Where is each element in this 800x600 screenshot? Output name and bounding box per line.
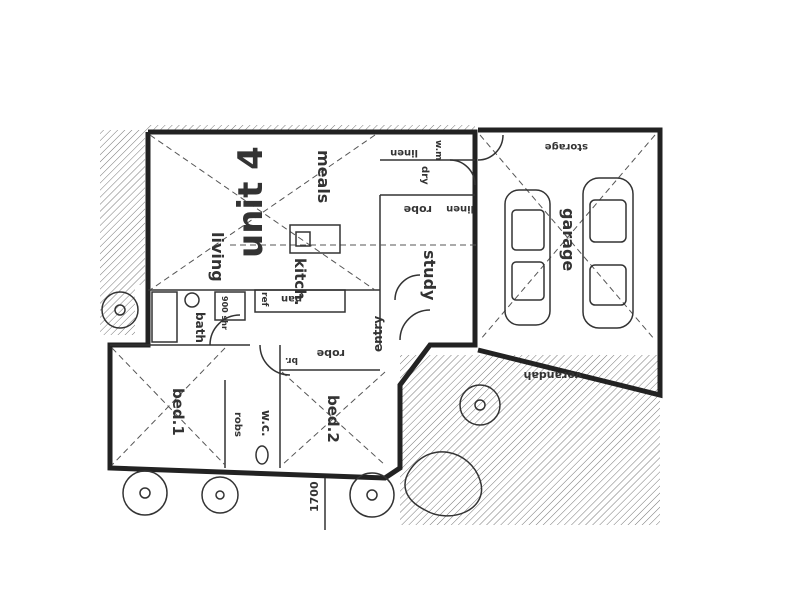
label-storage: storage: [545, 141, 588, 152]
kitchen-island: [289, 224, 341, 254]
shrub-left-2: [122, 470, 168, 516]
label-study: study: [420, 250, 439, 301]
label-entry: entry: [371, 316, 385, 352]
label-living: living: [208, 232, 227, 282]
label-garage: garage: [559, 208, 578, 271]
tree-courtyard: [404, 451, 483, 517]
shrub-left-3: [201, 476, 239, 514]
label-br: br.: [285, 355, 298, 365]
label-wm: w.m: [433, 140, 443, 161]
label-robs-bed1: robs: [232, 412, 243, 437]
label-linen-top: linen: [390, 147, 418, 158]
door-study: [394, 274, 421, 301]
label-wc: w.c.: [259, 410, 273, 437]
dash-garage-2: [479, 134, 656, 341]
label-kitchen: kitch.: [291, 258, 309, 306]
label-bath: bath: [193, 312, 207, 343]
dash-living-2: [149, 134, 376, 291]
hatched-boundary-topleft: [100, 285, 135, 335]
dash-bed2-1: [281, 371, 386, 466]
toilet: [255, 445, 269, 465]
hatched-strip-top: [145, 125, 475, 133]
label-linen-mid: linen: [446, 203, 474, 214]
label-dimension: 1700: [308, 481, 321, 512]
garage-wall: [477, 127, 663, 399]
door-laundry: [449, 159, 476, 186]
bath-tub: [151, 291, 178, 343]
door-entry: [399, 309, 431, 341]
kitchen-bench: [254, 289, 346, 313]
car-right: [582, 177, 634, 329]
shower: [214, 291, 246, 321]
door-garage: [477, 134, 504, 161]
kitchen-sink: [295, 231, 311, 247]
dash-bed1-2: [111, 347, 226, 466]
car-left: [504, 189, 551, 326]
label-ref: ref: [259, 292, 269, 307]
label-dry: dry: [419, 166, 430, 185]
basin: [184, 292, 200, 308]
label-shr: 900 shr: [220, 296, 229, 330]
label-pan: pan: [281, 293, 302, 304]
hatched-boundary-left: [100, 130, 145, 285]
shrub-courtyard: [459, 384, 501, 426]
door-bed2: [259, 344, 291, 376]
label-verandah: verandah: [524, 369, 582, 382]
door-bath: [209, 314, 241, 346]
dash-living-1: [149, 134, 376, 291]
label-bed2: bed.2: [324, 395, 342, 443]
label-robe-study: robe: [404, 203, 432, 216]
dash-bed2-2: [281, 371, 386, 466]
label-robe-bed2: robe: [317, 347, 345, 360]
shrub-mid: [349, 472, 395, 518]
label-unit-title: unit 4: [231, 146, 271, 258]
label-meals: meals: [314, 150, 333, 203]
shrub-left-1: [101, 291, 139, 329]
label-bed1: bed.1: [169, 388, 187, 436]
